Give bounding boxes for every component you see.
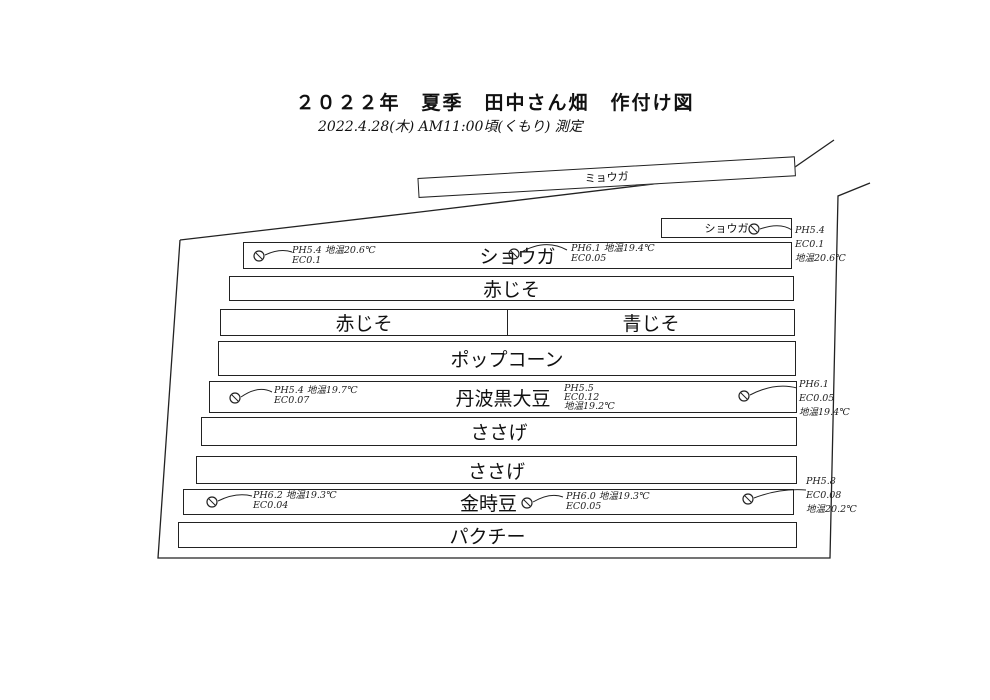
note-ph-temp: PH5.4 地温20.6℃: [292, 245, 376, 256]
probe-marker-icon: [742, 493, 754, 505]
note-ph-temp: PH6.1 地温19.4℃: [571, 243, 655, 254]
bed-akajiso-aojiso: 赤じそ 青じそ: [220, 309, 795, 336]
bed-pakuchi: パクチー: [178, 522, 797, 548]
probe-marker-icon: [508, 248, 520, 260]
bed-kintoki: 金時豆: [183, 489, 794, 515]
bed-label: ささげ: [467, 460, 525, 483]
bed-label: 赤じそ: [482, 279, 540, 301]
note-ph: PH5.4: [795, 225, 825, 236]
note-ec: EC0.07: [274, 395, 310, 406]
measurement-note: PH5.5 EC0.12 地温19.2℃: [564, 383, 615, 412]
note-ec: EC0.04: [253, 500, 289, 511]
probe-marker-icon: [253, 250, 265, 262]
note-temp: 地温20.6℃: [795, 253, 846, 264]
note-ec: EC0.05: [799, 393, 835, 404]
note-ec: EC0.08: [806, 490, 842, 501]
bed-label: 青じそ: [622, 313, 680, 335]
bed-label: 金時豆: [459, 492, 517, 515]
bed-label: ささげ: [470, 422, 528, 444]
probe-marker-icon: [521, 497, 533, 509]
measurement-note: PH5.4 地温20.6℃ EC0.1: [292, 246, 376, 266]
measurement-date-note: 2022.4.28(木) AM11:00頃(くもり) 測定: [318, 119, 583, 135]
note-ec: EC0.12: [564, 392, 600, 403]
page-title: ２０２２年 夏季 田中さん畑 作付け図: [295, 92, 695, 114]
note-ph-temp: PH6.2 地温19.3℃: [253, 490, 337, 501]
probe-marker-icon: [738, 390, 750, 402]
field-boundary-top: [179, 139, 835, 241]
measurement-note: PH5.4 地温19.7℃ EC0.07: [274, 386, 358, 406]
bed-sasage-1: ささげ: [201, 417, 797, 446]
bed-popcorn: ポップコーン: [218, 341, 796, 376]
note-ec: EC0.1: [795, 239, 825, 250]
bed-kurodaizu: 丹波黒大豆: [209, 381, 797, 413]
measurement-note: PH6.0 地温19.3℃ EC0.05: [566, 492, 650, 512]
note-ec: EC0.05: [566, 501, 602, 512]
probe-marker-icon: [206, 496, 218, 508]
bed-akajiso-1: 赤じそ: [229, 276, 794, 301]
bed-akajiso-2: 赤じそ: [221, 310, 507, 335]
note-ph: PH5.5: [564, 383, 594, 394]
measurement-note: PH5.4 EC0.1 地温20.6℃: [795, 224, 846, 266]
measurement-note: PH5.8 EC0.08 地温20.2℃: [806, 475, 857, 517]
note-ec: EC0.05: [571, 253, 607, 264]
bed-label: ポップコーン: [450, 349, 564, 371]
note-temp: 地温19.2℃: [564, 401, 615, 412]
note-temp: 地温20.2℃: [806, 504, 857, 515]
probe-marker-icon: [229, 392, 241, 404]
bed-shoga-small: ショウガ: [661, 218, 792, 238]
bed-aojiso: 青じそ: [507, 310, 794, 335]
note-temp: 地温19.4℃: [799, 407, 850, 418]
bed-label: ショウガ: [704, 222, 749, 235]
bed-label: パクチー: [449, 525, 526, 548]
bed-sasage-2: ささげ: [196, 456, 797, 484]
note-ph: PH6.1: [799, 379, 829, 390]
bed-shoga: ショウガ: [243, 242, 792, 269]
probe-marker-icon: [748, 223, 760, 235]
bed-label: 丹波黒大豆: [455, 387, 551, 410]
note-ph: PH5.8: [806, 476, 836, 487]
note-ec: EC0.1: [292, 255, 322, 266]
field-boundary-side: [157, 182, 871, 559]
measurement-note: PH6.1 地温19.4℃ EC0.05: [571, 244, 655, 264]
note-ph-temp: PH5.4 地温19.7℃: [274, 385, 358, 396]
note-ph-temp: PH6.0 地温19.3℃: [566, 491, 650, 502]
measurement-note: PH6.2 地温19.3℃ EC0.04: [253, 491, 337, 511]
bed-label: 赤じそ: [335, 313, 393, 335]
measurement-note: PH6.1 EC0.05 地温19.4℃: [799, 378, 850, 420]
